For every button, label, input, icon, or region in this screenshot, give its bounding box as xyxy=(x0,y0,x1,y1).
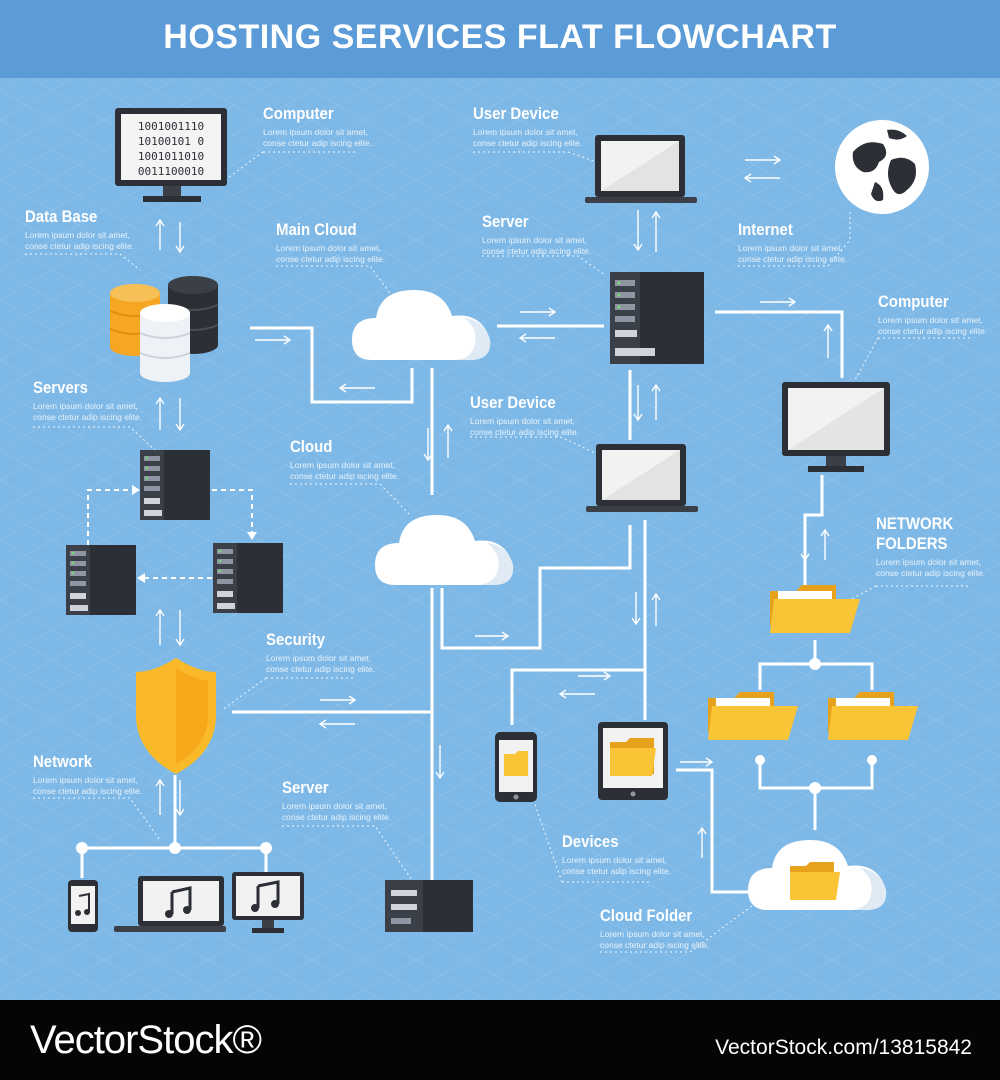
tablet-icon xyxy=(598,722,668,800)
label-leaders xyxy=(25,151,970,953)
label-user-device-top: User Device Lorem ipsum dolor sit amet,c… xyxy=(473,104,583,148)
label-computer-right: Computer Lorem ipsum dolor sit amet,cons… xyxy=(878,292,988,336)
label-server-bottom: Server Lorem ipsum dolor sit amet,conse … xyxy=(282,778,392,822)
monitor-icon xyxy=(232,872,304,933)
watermark-id: VectorStock.com/13815842 xyxy=(715,1036,972,1059)
binary-row-1: 1001001110 xyxy=(138,120,204,133)
label-user-device-mid: User Device Lorem ipsum dolor sit amet,c… xyxy=(470,393,580,437)
music-note-icon xyxy=(75,892,90,916)
dashed-connectors xyxy=(87,489,253,579)
page-title: HOSTING SERVICES FLAT FLOWCHART xyxy=(163,18,837,56)
label-servers: Servers Lorem ipsum dolor sit amet,conse… xyxy=(33,378,143,422)
folder-icon xyxy=(790,862,840,900)
watermark-brand: VectorStock® xyxy=(30,1018,262,1062)
label-data-base: Data Base Lorem ipsum dolor sit amet,con… xyxy=(25,207,135,251)
server-rack-icon xyxy=(140,450,210,520)
smartphone-icon xyxy=(68,880,98,932)
label-security: Security Lorem ipsum dolor sit amet,cons… xyxy=(266,630,376,674)
globe-icon xyxy=(835,120,929,214)
flow-arrows xyxy=(155,155,833,858)
database-icon xyxy=(109,276,219,382)
binary-row-2: 10100101 0 xyxy=(138,135,204,148)
smartphone-icon xyxy=(495,732,537,802)
monitor-icon: 1001001110 10100101 0 1001011010 0011100… xyxy=(115,108,227,202)
server-rack-icon xyxy=(66,545,136,615)
binary-row-4: 0011100010 xyxy=(138,165,204,178)
label-main-cloud: Main Cloud Lorem ipsum dolor sit amet,co… xyxy=(276,220,386,264)
laptop-icon xyxy=(586,444,698,512)
watermark-footer: VectorStock® VectorStock.com/13815842 xyxy=(0,1000,1000,1080)
label-internet: Internet Lorem ipsum dolor sit amet,cons… xyxy=(738,220,848,264)
music-note-icon xyxy=(251,880,280,912)
label-cloud: Cloud Lorem ipsum dolor sit amet,conse c… xyxy=(290,437,400,481)
connector-nodes xyxy=(76,658,877,854)
flowchart-diagram: 1001001110 10100101 0 1001011010 0011100… xyxy=(0,78,1000,1000)
server-rack-icon xyxy=(213,543,283,613)
music-note-icon xyxy=(165,886,192,918)
cloud-icon xyxy=(748,840,887,910)
server-rack-icon xyxy=(610,272,704,364)
shield-icon xyxy=(136,658,216,774)
label-devices: Devices Lorem ipsum dolor sit amet,conse… xyxy=(562,832,672,876)
binary-row-3: 1001011010 xyxy=(138,150,204,163)
laptop-icon xyxy=(114,876,226,932)
server-rack-icon xyxy=(385,880,473,932)
label-server-top: Server Lorem ipsum dolor sit amet,conse … xyxy=(482,212,592,256)
connector-lines xyxy=(80,310,874,894)
label-cloud-folder: Cloud Folder Lorem ipsum dolor sit amet,… xyxy=(600,906,710,950)
label-computer-top: Computer Lorem ipsum dolor sit amet,cons… xyxy=(263,104,373,148)
title-bar xyxy=(0,0,1000,78)
label-network: Network Lorem ipsum dolor sit amet,conse… xyxy=(33,752,143,796)
label-network-folders: NETWORK FOLDERS Lorem ipsum dolor sit am… xyxy=(876,514,986,578)
